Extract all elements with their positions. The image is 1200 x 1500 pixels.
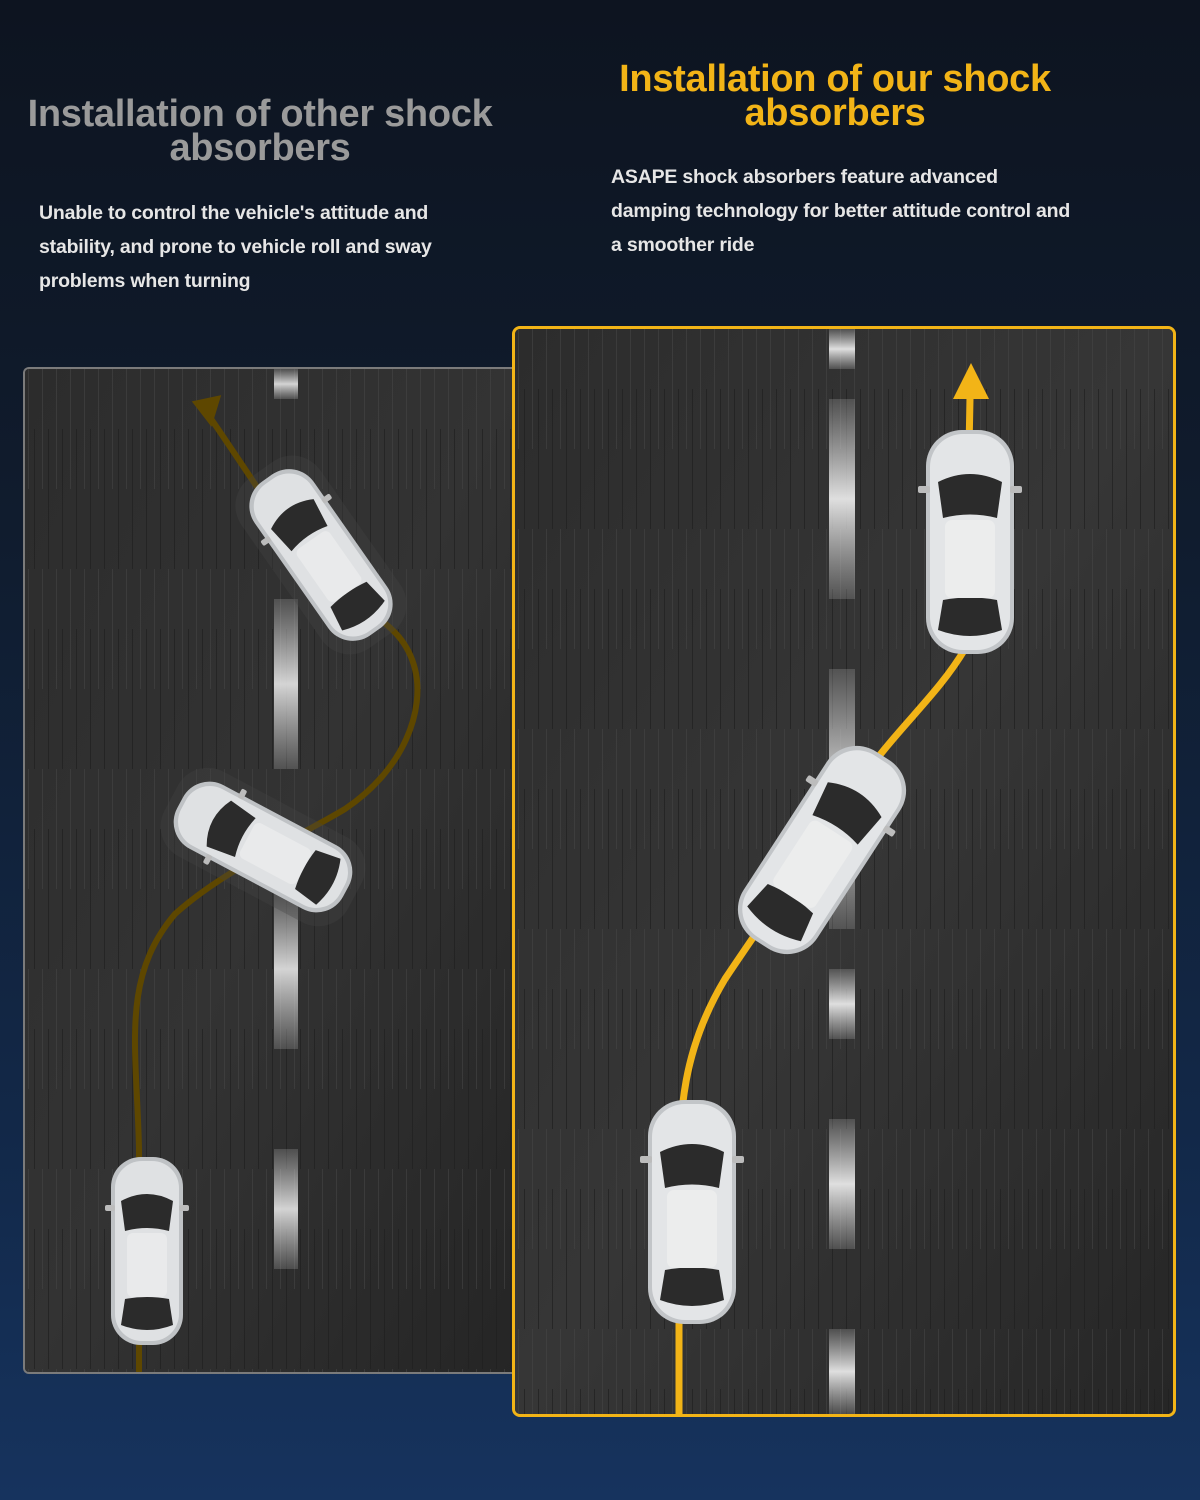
- car-top-view-icon: [160, 765, 366, 929]
- title-our-shocks: Installation of our shock absorbers: [619, 58, 1051, 134]
- lane-dash: [274, 889, 298, 1049]
- arrow-up-icon: [191, 395, 222, 427]
- lane-dash: [829, 969, 855, 1039]
- road-illustration-right: [515, 329, 1173, 1414]
- panel-our-shocks: [512, 326, 1176, 1417]
- car-top-view-icon: [105, 1157, 189, 1345]
- lane-dash: [829, 1119, 855, 1249]
- lane-dash: [274, 369, 298, 399]
- lane-dash: [829, 399, 855, 599]
- lane-dash: [829, 329, 855, 369]
- lane-dash: [274, 599, 298, 769]
- car-top-view-icon: [232, 453, 410, 657]
- lane-dash: [274, 1149, 298, 1269]
- car-top-view-icon: [918, 430, 1022, 654]
- arrow-up-icon: [953, 363, 989, 399]
- road-illustration-left: [25, 369, 515, 1372]
- car-top-view-icon: [640, 1100, 744, 1324]
- panel-other-shocks: [23, 367, 515, 1374]
- lane-dash: [829, 1329, 855, 1414]
- title-other-shocks: Installation of other shock absorbers: [27, 93, 493, 169]
- description-our-shocks: ASAPE shock absorbers feature advanced d…: [611, 166, 1071, 256]
- description-other-shocks: Unable to control the vehicle's attitude…: [39, 202, 432, 292]
